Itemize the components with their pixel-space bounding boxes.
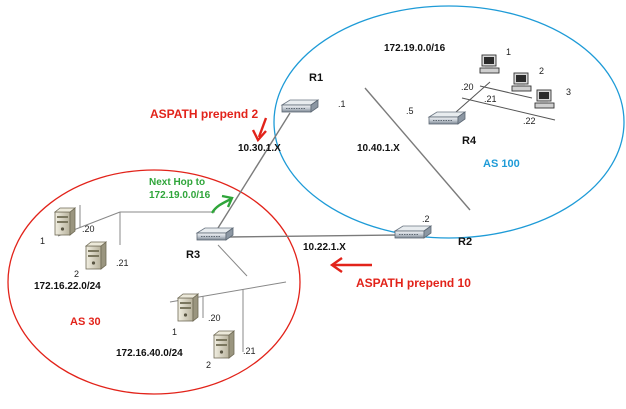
as30b-server-1: [177, 293, 199, 322]
link-10-40-label: 10.40.1.X: [357, 143, 400, 154]
link-r1-r2: [364, 87, 471, 211]
aspath-prepend-10-label: ASPATH prepend 10: [356, 276, 471, 290]
as100-lan-bus2: [479, 85, 533, 99]
router-r3-label: R3: [186, 249, 200, 261]
as100-label: AS 100: [483, 158, 520, 170]
net-172-16-22-label: 172.16.22.0/24: [34, 281, 101, 292]
as30-label: AS 30: [70, 316, 101, 328]
as30b-server-2: [213, 330, 235, 359]
as100-h1-if-label: .20: [461, 82, 474, 92]
router-r1-label: R1: [309, 72, 323, 84]
as30b-lan-uplink: [217, 244, 248, 277]
as100-boundary: [273, 5, 625, 239]
r4-if-label: .5: [406, 106, 414, 116]
as30b-host-2-number: 2: [206, 360, 211, 370]
router-r1: [281, 99, 319, 113]
prepend-2-arrow: [251, 117, 268, 143]
as30a-h1-if-label: .20: [82, 224, 95, 234]
net-172-16-40-label: 172.16.40.0/24: [116, 348, 183, 359]
as30a-h2-if-label: .21: [116, 258, 129, 268]
as30b-h1-if-label: .20: [208, 313, 221, 323]
as100-host-2: [511, 72, 532, 92]
as100-host-1: [479, 54, 500, 74]
as100-lan-bus: [461, 97, 556, 121]
as30a-server-1: [54, 207, 76, 236]
link-r3-r2: [225, 234, 401, 238]
as30b-h2-if-label: .21: [243, 346, 256, 356]
router-r3: [196, 227, 234, 241]
as30-boundary: [7, 169, 301, 395]
as100-h3-if-label: .22: [523, 116, 536, 126]
router-r2: [394, 225, 432, 239]
next-hop-arrow: [210, 194, 234, 214]
next-hop-label-line2: 172.19.0.0/16: [149, 190, 211, 201]
link-r1-r3: [217, 112, 291, 229]
link-10-22-label: 10.22.1.X: [303, 242, 346, 253]
as30a-host-1-number: 1: [40, 236, 45, 246]
as30a-host-2-number: 2: [74, 269, 79, 279]
router-r4: [428, 111, 466, 125]
prepend-10-arrow: [329, 257, 372, 273]
link-10-30-label: 10.30.1.X: [238, 143, 281, 154]
as100-host-3: [534, 89, 555, 109]
as100-h2-if-label: .21: [484, 94, 497, 104]
as100-host-2-number: 2: [539, 66, 544, 76]
as30b-host-1-number: 1: [172, 327, 177, 337]
router-r2-label: R2: [458, 236, 472, 248]
as30a-server-2: [85, 241, 107, 270]
net-172-19-label: 172.19.0.0/16: [384, 43, 446, 54]
as100-host-1-number: 1: [506, 47, 511, 57]
next-hop-label-line1: Next Hop to: [149, 177, 205, 188]
r1-if-label: .1: [338, 99, 346, 109]
as100-host-3-number: 3: [566, 87, 571, 97]
r2-if-label: .2: [422, 214, 430, 224]
aspath-prepend-2-label: ASPATH prepend 2: [150, 107, 259, 121]
router-r4-label: R4: [462, 135, 477, 147]
